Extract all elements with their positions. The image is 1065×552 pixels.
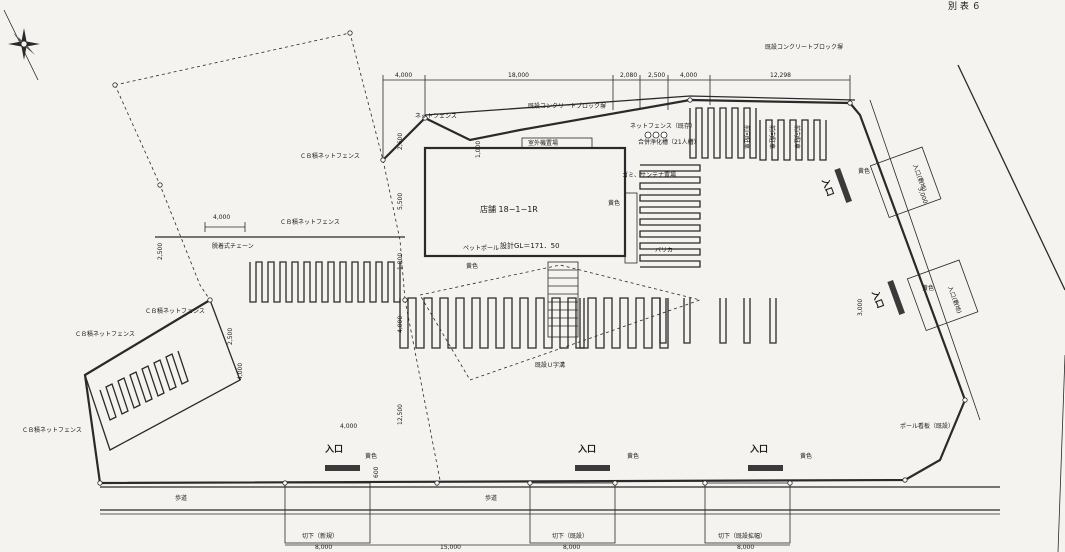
building-name: 店舗 18−1−1R [480,204,538,214]
yellow-label-6: 黄色 [608,199,620,207]
cb-fence-label-4: ＣＢ積ネットフェンス [75,330,135,338]
curb-new-label: 切下（新規） [302,532,338,540]
paving-label: 既設Ｕ字溝 [535,361,565,369]
pole-sign-label: ポール看板（既設） [900,422,954,430]
adjacent-lot-boundary-2 [114,84,211,301]
dim-18000: 18,000 [508,72,529,79]
garbage-storage-box [624,192,638,264]
side-label-2: 入口(敷地) [946,285,963,315]
dim-8000-c: 8,000 [737,544,754,551]
dim-15000: 15,000 [440,544,461,551]
existing-block-wall-mid-label: 既設コンクリートブロック塀 [528,102,606,110]
dim-2500-lot: 2,500 [227,328,234,345]
yellow-label-7: 黄色 [466,262,478,270]
dim-8000-b: 8,000 [563,544,580,551]
crosswalk [547,261,579,338]
head-in-label-2: 前向駐車 [768,125,776,149]
dim-2600: 2,600 [397,133,404,150]
machine-room-box [521,137,593,149]
entrance-box-lower [906,259,979,332]
dim-600-label: 600 [373,466,380,478]
cb-fence-label-1: ＣＢ積ネットフェンス [300,152,360,160]
north-compass-icon [3,9,40,81]
dim-4000-lot: 4,000 [237,363,244,380]
store-building [423,146,627,258]
yellow-marking-2 [575,465,610,471]
entrance-mark-1: 入口 [324,444,343,455]
yellow-label-5: 黄色 [922,284,934,292]
net-fence-existing-label: ネットフェンス（既存） [630,122,696,130]
existing-block-wall [424,95,856,116]
yellow-label-2: 黄色 [627,452,639,460]
chain-label: 脱着式チェーン [212,242,254,250]
dim-4000-top: 4,000 [395,72,412,79]
lower-left-lot [84,299,241,451]
curb-cut-new [284,482,371,544]
curb-cut-existing [529,482,616,544]
dim-1800: 1,800 [397,253,404,270]
entrance-mark-5: 入口 [869,288,886,310]
parking-stalls-left [249,261,401,303]
yellow-marking-5 [887,279,905,315]
septic-tank-1 [644,131,652,139]
dim-4000-center: 4,000 [397,316,404,333]
dim-2500-top: 2,500 [648,72,665,79]
sheet-number-label: 別 表 ６ [948,0,981,12]
dim-12298: 12,298 [770,72,791,79]
parking-stalls-top-right [689,107,827,161]
septic-tank-3 [660,131,668,139]
septic-tank-2 [652,131,660,139]
yellow-marking-4 [834,167,852,203]
dim-4000-bottom: 4,000 [340,423,357,430]
yellow-label-1: 黄色 [365,452,377,460]
cb-fence-label-5: ＣＢ積ネットフェンス [22,426,82,434]
curb-widen-label: 切下（既設拡幅） [718,532,766,540]
yellow-label-3: 黄色 [800,452,812,460]
head-in-label-1: 前向駐車 [743,125,751,149]
cb-fence-label-2: ＣＢ積ネットフェンス [280,218,340,226]
road-edge-line [957,64,1065,291]
septic-label: 合併浄化槽（21人槽） [638,138,700,146]
parking-stalls-right-side [639,164,701,268]
yellow-marking-3 [748,465,783,471]
entrance-mark-3: 入口 [749,444,768,455]
lot-line-dashed [404,299,441,481]
yellow-marking-1 [325,465,360,471]
dim-8000-a: 8,000 [315,544,332,551]
curb-existing-label: 切下（既設） [552,532,588,540]
boundary-posts [97,30,968,486]
entrance-mark-2: 入口 [577,444,596,455]
entrance-box-upper [869,146,942,219]
dim-2500-left: 2,500 [157,243,164,260]
sidewalk-label-1: 歩道 [175,494,187,502]
site-boundary [83,98,967,485]
sheet-edge-line [1057,354,1065,552]
dim-3000-b: 3,000 [857,299,864,316]
machine-room-label: 室外機置場 [528,139,558,147]
entrance-mark-4: 入口 [819,176,836,198]
head-in-label-3: 前向駐車 [793,125,801,149]
dim-4000-top2: 4,000 [680,72,697,79]
yellow-label-4: 黄色 [858,167,870,175]
parking-stalls-center [399,297,777,349]
dim-5500: 5,500 [397,193,404,210]
existing-block-wall-top-label: 既設コンクリートブロック塀 [765,43,843,51]
cb-fence-label-3: ＣＢ積ネットフェンス [145,307,205,315]
net-fence-label: ネットフェンス [415,113,457,120]
sidewalk-label-2: 歩道 [485,494,497,502]
barricade-label: バリカー [655,247,679,254]
parking-stalls-lower-left [99,350,189,421]
dim-12500: 12,500 [397,404,404,425]
dim-2080: 2,080 [620,72,637,79]
pet-pole-label: ペットポール [463,244,499,252]
curb-cut-widen [704,482,791,544]
dim-4000-chain: 4,000 [213,214,230,221]
garbage-label: ゴミ、サンテナ置場 [622,171,676,179]
dim-1000: 1,000 [475,141,482,158]
design-gl: 設計GL＝171．50 [500,241,560,250]
